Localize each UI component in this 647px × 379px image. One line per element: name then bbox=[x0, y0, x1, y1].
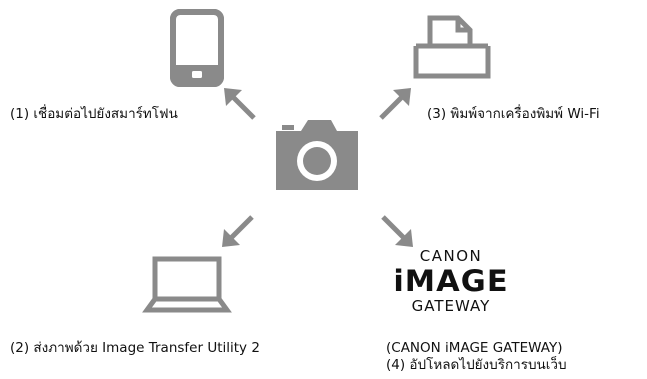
computer-label: (2) ส่งภาพด้วย Image Transfer Utility 2 bbox=[10, 340, 260, 356]
logo-image-text: iMAGE bbox=[393, 264, 509, 298]
web-service-label-2: (4) อัปโหลดไปยังบริการบนเว็บ bbox=[386, 357, 567, 373]
logo-gateway-text: GATEWAY bbox=[411, 297, 491, 315]
arrow-to-computer-icon bbox=[222, 215, 254, 247]
arrow-to-printer-icon bbox=[379, 88, 411, 120]
arrow-to-smartphone-icon bbox=[224, 88, 256, 120]
smartphone-label: (1) เชื่อมต่อไปยังสมาร์ทโฟน bbox=[10, 106, 178, 122]
smartphone-icon bbox=[170, 9, 224, 87]
printer-icon bbox=[413, 15, 491, 79]
canon-image-gateway-logo: CANON iMAGE GATEWAY bbox=[393, 247, 509, 315]
camera-icon bbox=[276, 120, 358, 190]
web-service-label-1: (CANON iMAGE GATEWAY) bbox=[386, 340, 563, 356]
arrow-to-web-service-icon bbox=[381, 215, 413, 247]
laptop-icon bbox=[142, 256, 232, 313]
printer-label: (3) พิมพ์จากเครื่องพิมพ์ Wi-Fi bbox=[427, 106, 600, 122]
logo-canon-text: CANON bbox=[419, 247, 483, 265]
